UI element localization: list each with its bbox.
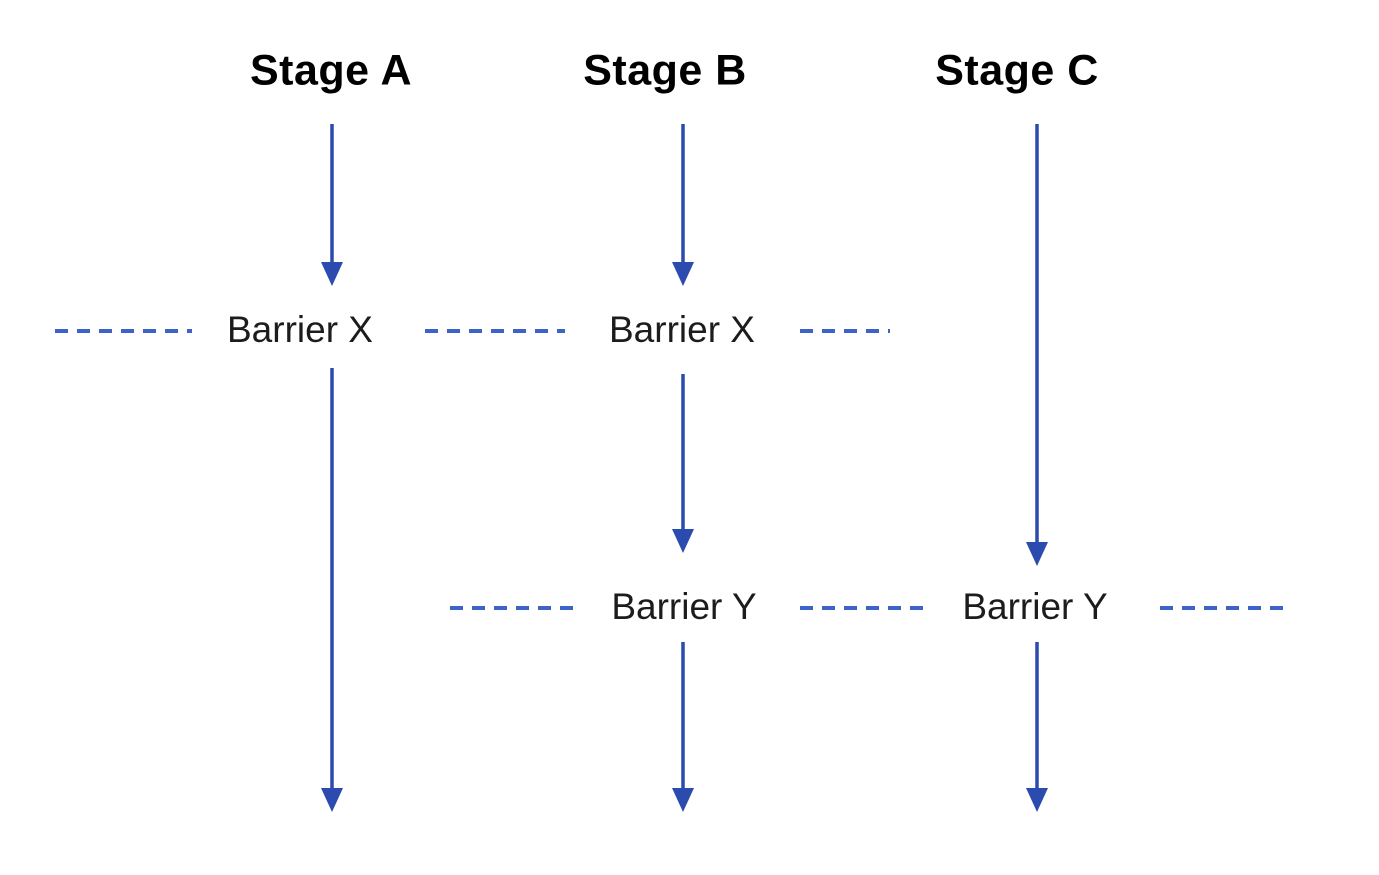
stage-a-flow: [321, 124, 343, 812]
stage-b-flow: [672, 124, 694, 812]
stage-c-arrowhead-1: [1026, 542, 1048, 566]
stage-b-arrowhead-3: [672, 788, 694, 812]
barrier-x-label-stage-b: Barrier X: [609, 309, 755, 350]
barrier-y-label-stage-b: Barrier Y: [611, 586, 757, 627]
stage-a-arrowhead-2: [321, 788, 343, 812]
stage-c-arrowhead-2: [1026, 788, 1048, 812]
stage-c-flow: [1026, 124, 1048, 812]
stage-c-title: Stage C: [935, 46, 1099, 95]
stage-b-arrowhead-1: [672, 262, 694, 286]
stage-b-title: Stage B: [583, 46, 747, 95]
stage-a-arrowhead-1: [321, 262, 343, 286]
barrier-x-label-stage-a: Barrier X: [227, 309, 373, 350]
stage-a-title: Stage A: [250, 46, 412, 95]
stage-b-arrowhead-2: [672, 529, 694, 553]
barrier-y-label-stage-c: Barrier Y: [962, 586, 1108, 627]
